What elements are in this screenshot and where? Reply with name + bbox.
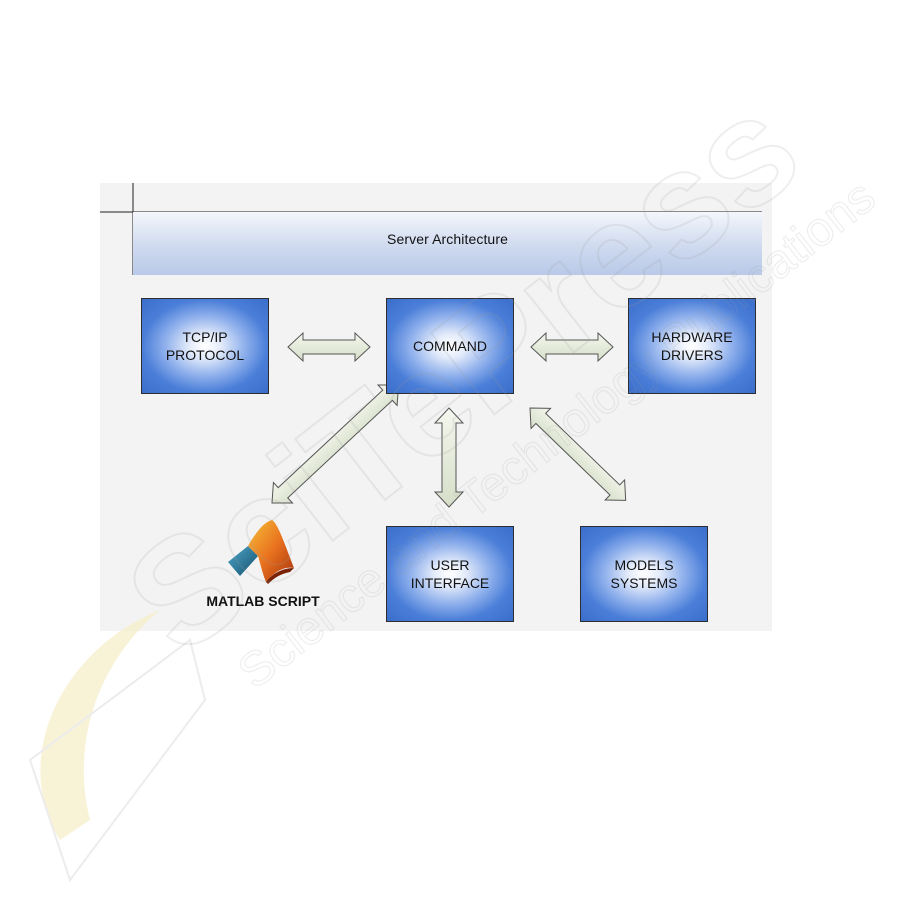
matlab-script-label: MATLAB SCRIPT (178, 593, 348, 609)
node-user-interface: USER INTERFACE (386, 526, 514, 622)
node-hardware-drivers: HARDWARE DRIVERS (628, 298, 756, 394)
matlab-logo-icon (226, 516, 298, 586)
command-userinterface-arrow (435, 408, 463, 507)
node-command: COMMAND (386, 298, 514, 394)
node-tcpip-protocol: TCP/IP PROTOCOL (141, 298, 269, 394)
node-models-systems: MODELS SYSTEMS (580, 526, 708, 622)
tcpip-command-arrow (288, 333, 370, 361)
command-matlab-arrow (262, 375, 408, 513)
command-hardware-arrow (531, 333, 613, 361)
command-models-arrow (520, 398, 635, 511)
